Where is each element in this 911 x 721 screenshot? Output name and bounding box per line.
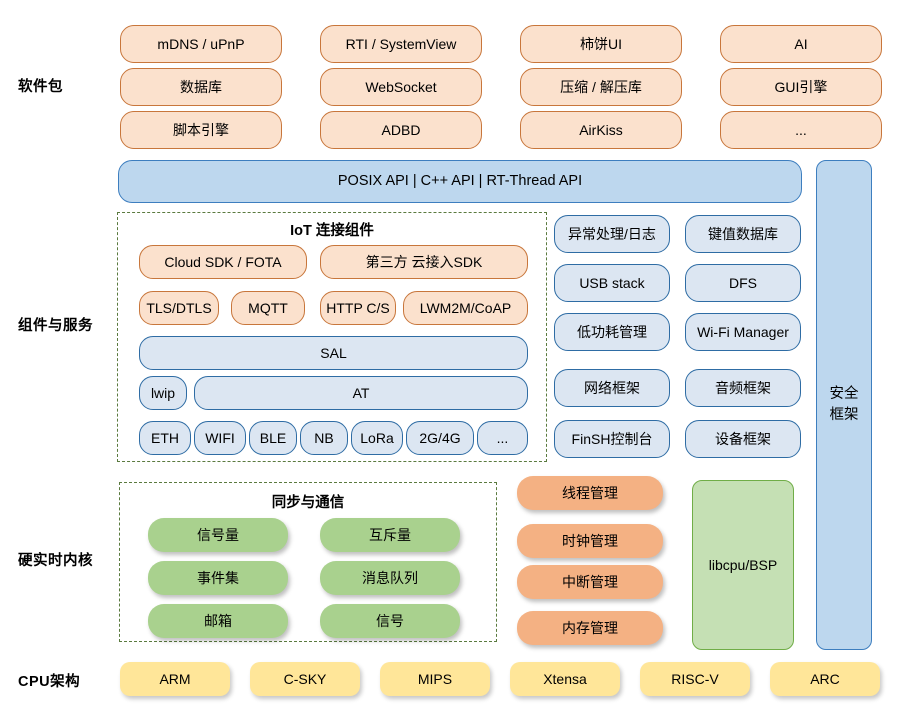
software-package-item[interactable]: mDNS / uPnP bbox=[120, 25, 282, 63]
service-item-finsh-console[interactable]: FinSH控制台 bbox=[554, 420, 670, 458]
service-item-device-framework[interactable]: 设备框架 bbox=[685, 420, 801, 458]
iot-protocol-tls[interactable]: TLS/DTLS bbox=[139, 291, 219, 325]
kernel-sync-signal[interactable]: 信号 bbox=[320, 604, 460, 638]
kernel-memory-management[interactable]: 内存管理 bbox=[517, 611, 663, 645]
software-package-item[interactable]: AirKiss bbox=[520, 111, 682, 149]
service-item-dfs[interactable]: DFS bbox=[685, 264, 801, 302]
iot-group-frame bbox=[117, 212, 547, 462]
software-package-item[interactable]: 脚本引擎 bbox=[120, 111, 282, 149]
service-item-kv-database[interactable]: 键值数据库 bbox=[685, 215, 801, 253]
iot-cloud-sdk[interactable]: Cloud SDK / FOTA bbox=[139, 245, 307, 279]
iot-link-lora[interactable]: LoRa bbox=[351, 421, 403, 455]
kernel-sync-group-title: 同步与通信 bbox=[271, 495, 345, 511]
software-package-item[interactable]: ADBD bbox=[320, 111, 482, 149]
cpu-arch-mips[interactable]: MIPS bbox=[380, 662, 490, 696]
cpu-arch-riscv[interactable]: RISC-V bbox=[640, 662, 750, 696]
service-item-network-framework[interactable]: 网络框架 bbox=[554, 369, 670, 407]
service-item-usb-stack[interactable]: USB stack bbox=[554, 264, 670, 302]
libcpu-bsp-block[interactable]: libcpu/BSP bbox=[692, 480, 794, 650]
software-package-item[interactable]: 压缩 / 解压库 bbox=[520, 68, 682, 106]
iot-third-party-cloud-sdk[interactable]: 第三方 云接入SDK bbox=[320, 245, 528, 279]
kernel-sync-mutex[interactable]: 互斥量 bbox=[320, 518, 460, 552]
software-package-item[interactable]: GUI引擎 bbox=[720, 68, 882, 106]
row-label-software-packages: 软件包 bbox=[18, 79, 63, 95]
service-item-audio-framework[interactable]: 音频框架 bbox=[685, 369, 801, 407]
iot-link-nb[interactable]: NB bbox=[300, 421, 348, 455]
kernel-interrupt-management[interactable]: 中断管理 bbox=[517, 565, 663, 599]
iot-group-title: IoT 连接组件 bbox=[290, 223, 374, 239]
row-label-components-services: 组件与服务 bbox=[18, 318, 93, 334]
software-package-item[interactable]: WebSocket bbox=[320, 68, 482, 106]
cpu-arch-xtensa[interactable]: Xtensa bbox=[510, 662, 620, 696]
row-label-cpu-architecture: CPU架构 bbox=[18, 674, 81, 690]
security-framework-line2: 框架 bbox=[829, 407, 859, 423]
row-label-hard-realtime-kernel: 硬实时内核 bbox=[18, 553, 93, 569]
cpu-arch-csky[interactable]: C-SKY bbox=[250, 662, 360, 696]
iot-lwip[interactable]: lwip bbox=[139, 376, 187, 410]
software-package-item[interactable]: 柿饼UI bbox=[520, 25, 682, 63]
iot-link-eth[interactable]: ETH bbox=[139, 421, 191, 455]
cpu-arch-arc[interactable]: ARC bbox=[770, 662, 880, 696]
iot-protocol-http[interactable]: HTTP C/S bbox=[320, 291, 396, 325]
software-package-item[interactable]: 数据库 bbox=[120, 68, 282, 106]
api-bar[interactable]: POSIX API | C++ API | RT-Thread API bbox=[118, 160, 802, 203]
kernel-sync-event-set[interactable]: 事件集 bbox=[148, 561, 288, 595]
security-framework-column[interactable]: 安全 框架 bbox=[816, 160, 872, 650]
cpu-arch-arm[interactable]: ARM bbox=[120, 662, 230, 696]
service-item-low-power[interactable]: 低功耗管理 bbox=[554, 313, 670, 351]
iot-at[interactable]: AT bbox=[194, 376, 528, 410]
kernel-sync-mailbox[interactable]: 邮箱 bbox=[148, 604, 288, 638]
iot-link-more[interactable]: ... bbox=[477, 421, 528, 455]
iot-link-2g4g[interactable]: 2G/4G bbox=[406, 421, 474, 455]
software-package-item[interactable]: AI bbox=[720, 25, 882, 63]
iot-protocol-lwm2m[interactable]: LWM2M/CoAP bbox=[403, 291, 528, 325]
iot-sal[interactable]: SAL bbox=[139, 336, 528, 370]
service-item-exception-log[interactable]: 异常处理/日志 bbox=[554, 215, 670, 253]
kernel-sync-group-frame bbox=[119, 482, 497, 642]
kernel-thread-management[interactable]: 线程管理 bbox=[517, 476, 663, 510]
iot-link-wifi[interactable]: WIFI bbox=[194, 421, 246, 455]
iot-link-ble[interactable]: BLE bbox=[249, 421, 297, 455]
iot-protocol-mqtt[interactable]: MQTT bbox=[231, 291, 305, 325]
software-package-item[interactable]: ... bbox=[720, 111, 882, 149]
software-package-item[interactable]: RTI / SystemView bbox=[320, 25, 482, 63]
kernel-sync-semaphore[interactable]: 信号量 bbox=[148, 518, 288, 552]
kernel-clock-management[interactable]: 时钟管理 bbox=[517, 524, 663, 558]
security-framework-line1: 安全 bbox=[829, 386, 859, 403]
service-item-wifi-manager[interactable]: Wi-Fi Manager bbox=[685, 313, 801, 351]
kernel-sync-message-queue[interactable]: 消息队列 bbox=[320, 561, 460, 595]
